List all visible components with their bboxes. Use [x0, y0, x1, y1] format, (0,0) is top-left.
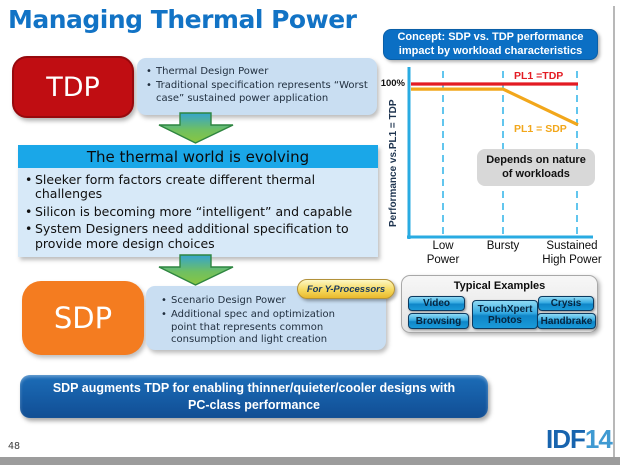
y-axis-label: Performance vs.PL1 = TDP [388, 99, 399, 227]
x-category-sustained-high-power: Sustained High Power [542, 240, 602, 266]
thermal-evolving-box: The thermal world is evolving Sleeker fo… [18, 145, 378, 257]
y-processors-tag: For Y-Processors [297, 279, 395, 299]
thermal-evolving-header: The thermal world is evolving [18, 145, 378, 168]
typical-examples-title: Typical Examples [453, 280, 546, 292]
tdp-info-box: Thermal Design Power Traditional specifi… [137, 58, 377, 115]
tdp-line-label: PL1 =TDP [514, 70, 564, 82]
idf-logo-year: 14 [584, 424, 613, 454]
x-category-bursty: Bursty [486, 240, 520, 252]
typical-examples-panel: Typical Examples Video Browsing TouchXpe… [401, 275, 598, 333]
series-line [411, 87, 579, 127]
slide-bottom-strip [0, 457, 620, 465]
browsing-button[interactable]: Browsing [408, 313, 469, 329]
tdp-bullet-list: Thermal Design Power Traditional specifi… [145, 66, 373, 105]
down-arrow-icon [158, 254, 234, 286]
sdp-bullet: Scenario Design Power [160, 295, 358, 308]
sdp-label: SDP [53, 301, 113, 335]
sdp-box: SDP [22, 281, 144, 355]
idf-logo-text: IDF [546, 424, 586, 454]
idf14-logo: IDF14 [546, 424, 613, 455]
thermal-evolving-body: Sleeker form factors create different th… [18, 168, 378, 257]
tdp-label: TDP [46, 71, 100, 103]
sdp-bullet: Additional spec and optimization point t… [160, 309, 358, 347]
summary-banner-line2: PC-class performance [187, 397, 320, 412]
crysis-button[interactable]: Crysis [538, 296, 594, 311]
thermal-bullet: System Designers need additional specifi… [24, 221, 372, 251]
touchxpert-photos-button[interactable]: TouchXpert Photos [472, 300, 538, 329]
handbrake-button[interactable]: Handbrake [537, 313, 596, 329]
tdp-bullet: Thermal Design Power [145, 66, 373, 79]
thermal-bullet: Sleeker form factors create different th… [24, 172, 372, 202]
tdp-box: TDP [12, 56, 134, 118]
concept-line1: Concept: SDP vs. TDP performance [397, 30, 584, 43]
page-number: 48 [8, 441, 21, 452]
slide-right-border [613, 6, 615, 458]
thermal-bullet-list: Sleeker form factors create different th… [24, 172, 372, 251]
summary-banner: SDP augments TDP for enabling thinner/qu… [20, 375, 488, 418]
summary-banner-line1: SDP augments TDP for enabling thinner/qu… [52, 381, 456, 396]
depends-annotation: Depends on nature of workloads [477, 149, 595, 186]
tdp-bullet: Traditional specification represents “Wo… [145, 80, 373, 106]
sdp-line-label: PL1 = SDP [514, 123, 567, 135]
y-axis-tick-100: 100% [380, 78, 405, 89]
page-title: Managing Thermal Power [8, 5, 357, 34]
sdp-bullet-list: Scenario Design Power Additional spec an… [160, 295, 382, 347]
concept-callout: Concept: SDP vs. TDP performance impact … [383, 29, 598, 60]
x-category-low-power: Low Power [426, 240, 460, 266]
video-button[interactable]: Video [408, 296, 465, 311]
performance-chart [407, 67, 593, 239]
concept-line2: impact by workload characteristics [398, 44, 583, 57]
down-arrow-icon [158, 112, 234, 144]
thermal-bullet: Silicon is becoming more “intelligent” a… [24, 204, 372, 220]
